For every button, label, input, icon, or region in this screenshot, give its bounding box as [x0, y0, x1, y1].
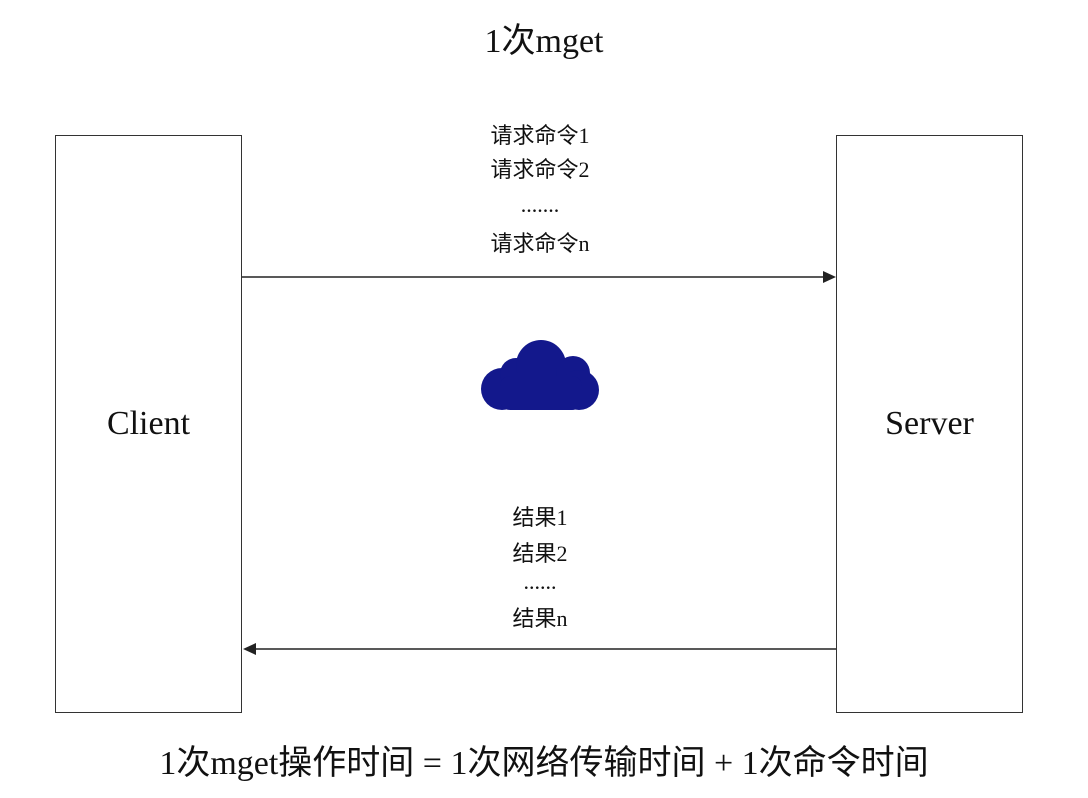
client-label: Client — [106, 405, 191, 442]
formula-text: 1次mget操作时间 = 1次网络传输时间 + 1次命令时间 — [159, 745, 929, 782]
cloud-icon — [481, 340, 599, 410]
response-ellipsis: ...... — [523, 569, 557, 594]
request-line-n: 请求命令n — [490, 231, 590, 256]
request-line-1: 请求命令1 — [490, 123, 590, 148]
response-arrow — [243, 643, 836, 655]
request-line-2: 请求命令2 — [490, 157, 590, 182]
response-line-2: 结果2 — [512, 541, 568, 566]
client-box: Client — [55, 135, 242, 713]
response-line-n: 结果n — [512, 606, 568, 631]
diagram-title: 1次mget — [484, 23, 604, 60]
request-arrow — [242, 271, 836, 283]
request-ellipsis: ....... — [520, 192, 560, 217]
server-label: Server — [885, 405, 974, 442]
response-line-1: 结果1 — [512, 505, 568, 530]
server-box: Server — [836, 135, 1023, 713]
